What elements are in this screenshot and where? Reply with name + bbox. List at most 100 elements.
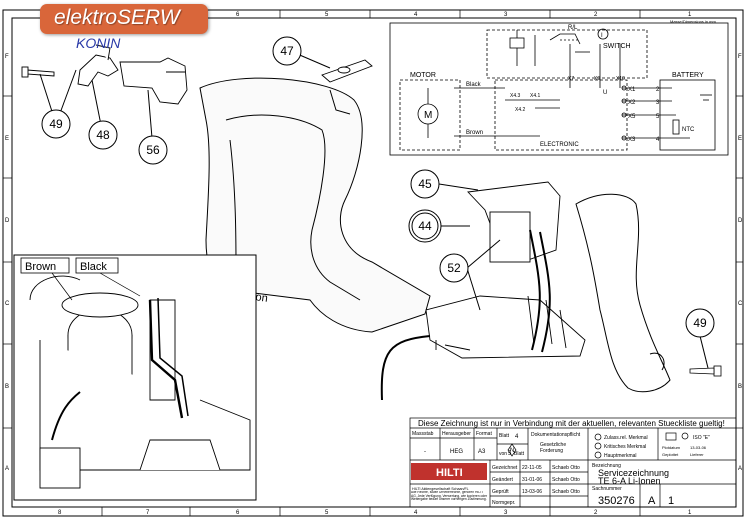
col-label: 3	[504, 12, 508, 18]
watermark-logo: elektroSERW	[40, 4, 208, 34]
col-label: 1	[688, 510, 692, 516]
callout-45	[410, 169, 440, 199]
small-parts	[21, 44, 373, 105]
motor-symbol: M	[424, 110, 432, 121]
svg-text:HEG: HEG	[450, 449, 463, 455]
svg-text:47: 47	[280, 44, 294, 58]
svg-text:13-03-06: 13-03-06	[522, 489, 542, 495]
rl-label: R/L	[568, 25, 578, 31]
svg-text:Blatt: Blatt	[499, 433, 510, 439]
col-label: 2	[594, 12, 598, 18]
callout-44	[408, 209, 442, 243]
rights-text: Alle Rechte, sowie Urheberrechte, gehöre…	[411, 491, 488, 502]
svg-text:Dokumentationspflicht: Dokumentationspflicht	[531, 432, 581, 438]
row-label: C	[5, 301, 10, 307]
svg-text:45: 45	[418, 177, 432, 191]
black-tag	[75, 257, 119, 274]
svg-text:4: 4	[656, 137, 660, 143]
col-label: 6	[236, 510, 240, 516]
logo-city: KONIN	[76, 35, 121, 51]
svg-text:Geändert: Geändert	[492, 477, 513, 483]
svg-text:Format: Format	[476, 431, 492, 437]
title-block	[409, 417, 737, 508]
svg-text:49: 49	[693, 316, 707, 330]
part-number: 350276	[598, 495, 635, 507]
svg-text:X4.2: X4.2	[515, 107, 526, 113]
wire-black: Black	[466, 82, 482, 88]
svg-text:Schaeb Otto: Schaeb Otto	[552, 477, 580, 483]
svg-text:Zulass.rel. Merkmal: Zulass.rel. Merkmal	[604, 435, 648, 441]
logo-brand: elektroSERW	[54, 6, 180, 29]
drawing-subtitle: TE 6-A Li-Ionen	[598, 476, 661, 486]
col-label: 6	[236, 12, 240, 18]
company-line: HILTI Aktiengesellschaft Schaan/FL	[412, 487, 469, 491]
handle-half	[575, 193, 671, 393]
svg-text:Geprüft: Geprüft	[492, 489, 509, 495]
svg-text:13-03-06: 13-03-06	[690, 445, 707, 450]
svg-text:X5: X5	[628, 114, 636, 120]
svg-text:5: 5	[508, 451, 512, 457]
svg-text:Blatt: Blatt	[514, 451, 525, 457]
brown-tag	[20, 257, 70, 274]
svg-text:X4.1: X4.1	[530, 93, 541, 99]
callout-56	[138, 135, 168, 165]
detail-view	[13, 254, 257, 501]
svg-text:Gesetzliche: Gesetzliche	[540, 442, 566, 448]
svg-text:von: von	[499, 451, 507, 457]
svg-text:1: 1	[668, 495, 674, 507]
row-label: F	[5, 54, 9, 60]
svg-text:Lieferer: Lieferer	[690, 452, 704, 457]
svg-text:X7: X7	[568, 76, 574, 82]
units-note: Masse/Dimensions in mm	[670, 19, 716, 24]
row-label: A	[738, 466, 742, 472]
hilti-logo-bg	[411, 463, 487, 480]
svg-text:Forderung: Forderung	[540, 448, 563, 454]
inner-frame	[11, 17, 737, 508]
svg-text:X4.3: X4.3	[510, 93, 521, 99]
svg-text:2: 2	[656, 87, 660, 93]
svg-text:Herausgeber: Herausgeber	[442, 431, 471, 437]
col-label: 4	[414, 510, 418, 516]
col-label: 7	[146, 510, 150, 516]
svg-text:22-11-05: 22-11-05	[522, 465, 542, 471]
svg-text:X10: X10	[616, 76, 625, 82]
validity-note: Diese Zeichnung ist nur in Verbindung mi…	[418, 419, 725, 428]
svg-text:Plotdatum: Plotdatum	[662, 445, 681, 450]
cable	[380, 335, 431, 401]
svg-text:X9: X9	[594, 76, 600, 82]
col-label: 5	[325, 12, 329, 18]
svg-text:N: N	[510, 448, 514, 454]
svg-text:3: 3	[656, 100, 660, 106]
svg-text:Brown: Brown	[25, 261, 56, 273]
svg-text:44: 44	[418, 219, 432, 233]
svg-text:I: I	[601, 33, 603, 39]
row-label: C	[738, 301, 743, 307]
svg-text:Schaeb Otto: Schaeb Otto	[552, 465, 580, 471]
callout-48	[88, 120, 118, 150]
svg-text:Gezeichnet: Gezeichnet	[492, 465, 518, 471]
row-label: F	[738, 54, 742, 60]
col-label: 3	[504, 510, 508, 516]
switch-label: SWITCH	[603, 43, 631, 50]
svg-text:X3: X3	[628, 137, 636, 143]
svg-text:A3: A3	[478, 449, 486, 455]
svg-text:48: 48	[96, 128, 110, 142]
callout-52	[439, 253, 469, 283]
svg-text:52: 52	[447, 261, 461, 275]
svg-text:-: -	[424, 449, 426, 455]
screw-right	[689, 365, 722, 377]
svg-text:U: U	[603, 90, 607, 96]
callout-49-left	[41, 109, 71, 139]
row-label: D	[5, 218, 10, 224]
svg-text:4: 4	[515, 434, 519, 440]
svg-text:31-01-06: 31-01-06	[522, 477, 542, 483]
svg-text:Schaeb Otto: Schaeb Otto	[552, 489, 580, 495]
row-label: A	[5, 466, 9, 472]
housing-half	[199, 77, 431, 333]
svg-text:A: A	[648, 495, 656, 507]
frame-ticks	[3, 10, 743, 516]
row-label: B	[738, 384, 742, 390]
callout-49-right	[685, 308, 715, 338]
drawing-title: Servicezeichnung	[598, 468, 669, 478]
